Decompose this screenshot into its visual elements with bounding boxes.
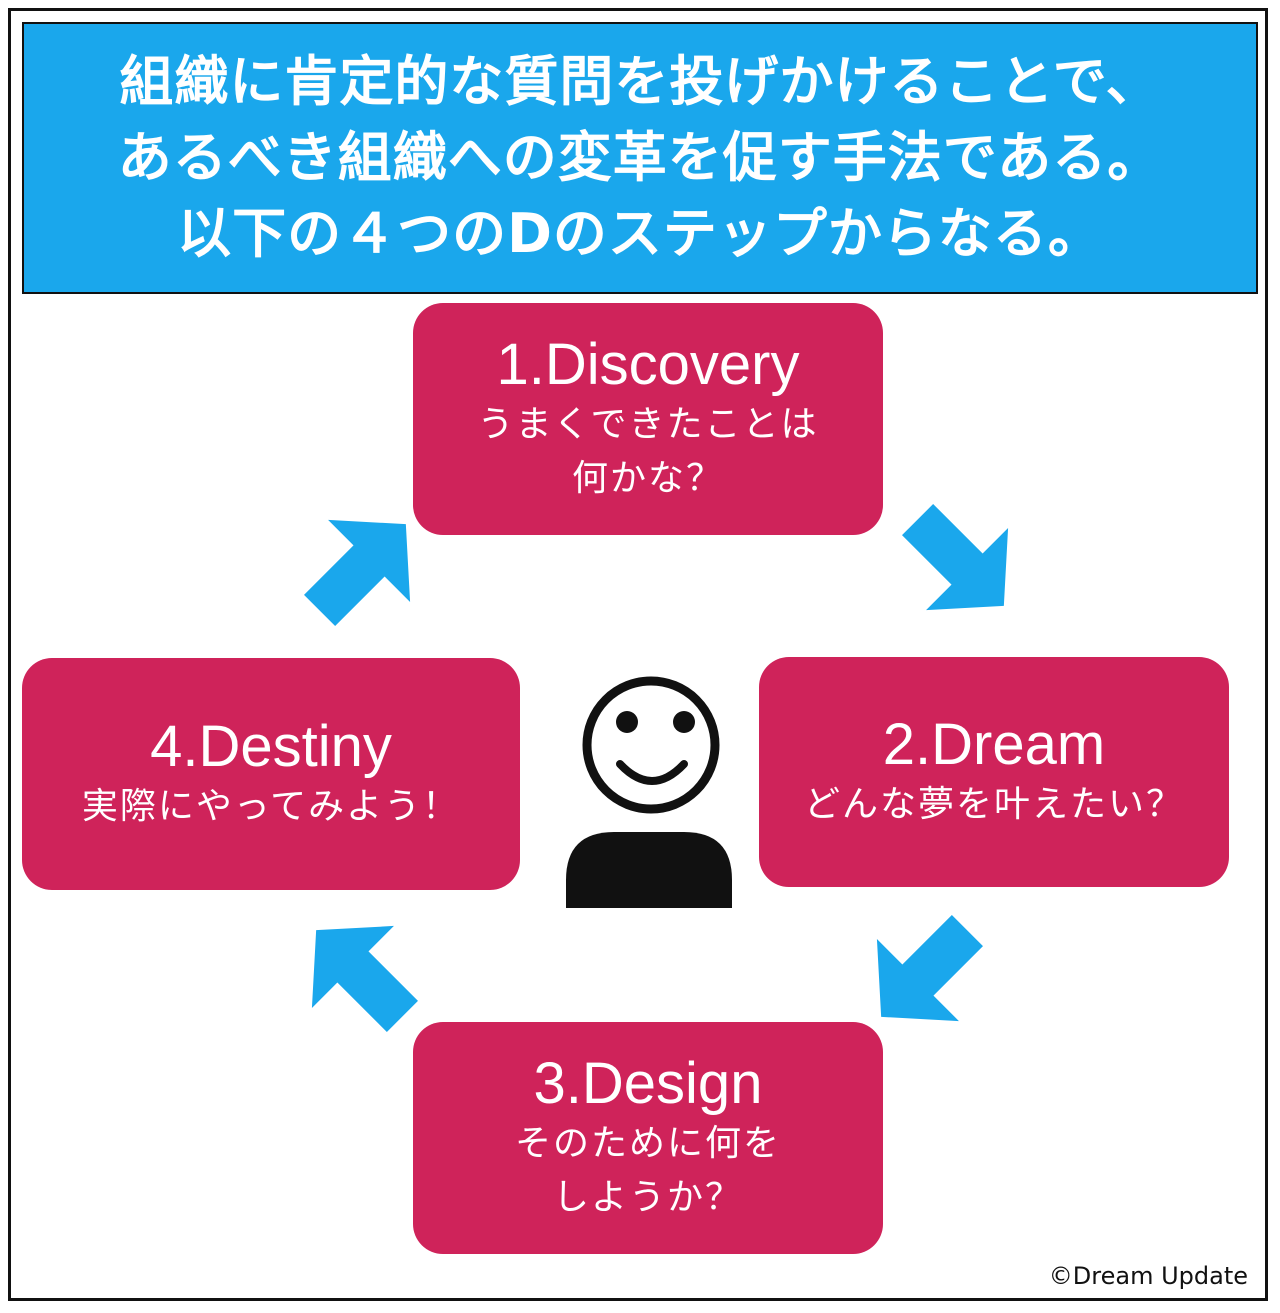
step-design-box: 3.Design そのために何を しようか？ — [413, 1022, 883, 1254]
arrow-up-right-icon — [278, 483, 447, 652]
step-design-title: 3.Design — [533, 1051, 763, 1116]
header-line-3: 以下の４つのDのステップからなる。 — [177, 202, 1103, 265]
step-design-question-2: しようか？ — [552, 1177, 743, 1218]
step-discovery-question-1: うまくできたことは — [477, 404, 819, 445]
step-destiny-question: 実際にやってみよう！ — [81, 786, 461, 827]
step-discovery-question-2: 何かな？ — [571, 458, 724, 499]
arrow-down-right-icon — [876, 478, 1045, 647]
person-smiley-icon — [566, 676, 732, 908]
step-destiny-box: 4.Destiny 実際にやってみよう！ — [22, 658, 520, 890]
step-dream-question: どんな夢を叶えたい？ — [803, 784, 1184, 825]
step-discovery-title: 1.Discovery — [496, 332, 800, 397]
copyright-credit: ©Dream Update — [1048, 1262, 1248, 1290]
step-destiny-title: 4.Destiny — [150, 714, 392, 779]
step-dream-title: 2.Dream — [882, 712, 1106, 777]
header-banner: 組織に肯定的な質問を投げかけることで、 あるべき組織への変革を促す手法である。 … — [22, 22, 1258, 294]
header-line-2: あるべき組織への変革を促す手法である。 — [117, 126, 1163, 189]
step-dream-box: 2.Dream どんな夢を叶えたい？ — [759, 657, 1229, 887]
step-design-question-1: そのために何を — [514, 1123, 781, 1164]
arrow-up-left-icon — [275, 889, 444, 1058]
step-discovery-box: 1.Discovery うまくできたことは 何かな？ — [413, 303, 883, 535]
header-line-1: 組織に肯定的な質問を投げかけることで、 — [119, 50, 1161, 113]
arrow-down-left-icon — [840, 889, 1009, 1058]
